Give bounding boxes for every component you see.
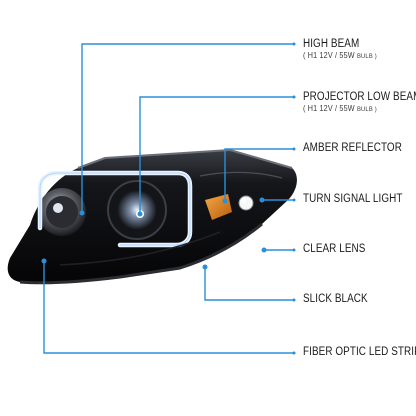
callout-clear-lens: CLEAR LENS (303, 243, 376, 255)
callout-title: TURN SIGNAL LIGHT (303, 193, 403, 205)
callout-slick-black: SLICK BLACK (303, 293, 378, 305)
callout-projector-low-beam: PROJECTOR LOW BEAM ( H1 12V / 55W BULB ) (303, 91, 416, 113)
callout-spec: ( H1 12V / 55W BULB ) (303, 51, 377, 60)
callout-title: PROJECTOR LOW BEAM (303, 91, 416, 103)
callout-turn-signal-light: TURN SIGNAL LIGHT (303, 193, 416, 205)
callout-fiber-optic-led-strip: FIBER OPTIC LED STRIP (303, 346, 416, 358)
callout-high-beam: HIGH BEAM ( H1 12V / 55W BULB ) (303, 38, 385, 60)
callout-title: FIBER OPTIC LED STRIP (303, 346, 416, 358)
callout-title: CLEAR LENS (303, 243, 366, 255)
callout-amber-reflector: AMBER REFLECTOR (303, 142, 416, 154)
callout-spec: ( H1 12V / 55W BULB ) (303, 104, 377, 113)
callout-title: AMBER REFLECTOR (303, 142, 402, 154)
callout-title: SLICK BLACK (303, 293, 368, 305)
callout-title: HIGH BEAM (303, 38, 360, 50)
